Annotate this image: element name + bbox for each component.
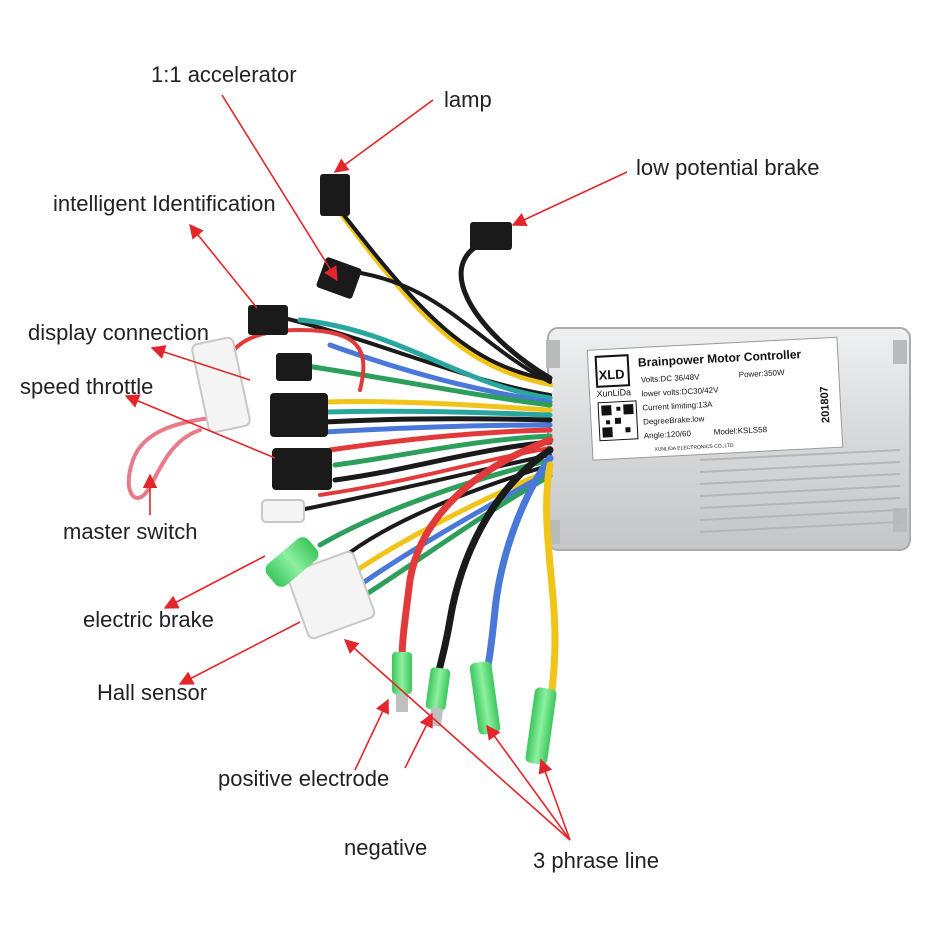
electric-brake-terminal (265, 537, 319, 587)
arrow-lamp (333, 99, 434, 173)
phase-terminal-yellow (525, 687, 557, 765)
label-positive-electrode: positive electrode (218, 766, 390, 791)
arrow-intelligent-identification (189, 223, 258, 309)
label-intelligent-identification: intelligent Identification (53, 191, 276, 216)
arrow-accelerator (221, 94, 338, 282)
label-master-switch: master switch (63, 519, 198, 544)
arrow-positive-electrode-2 (404, 712, 433, 769)
label-hall-sensor: Hall sensor (97, 680, 208, 705)
arrow-phase-3 (538, 758, 571, 841)
xld-logo (594, 354, 631, 388)
controller-label-sticker: XLD XunLiDa Brainpower Motor Controller … (586, 336, 844, 461)
controller-maker: XUNLIDA ELECTRONICS CO.,LTD (654, 443, 734, 453)
arrow-speed-throttle (124, 394, 276, 459)
controller-housing: XLD XunLiDa Brainpower Motor Controller … (546, 327, 911, 551)
callout-arrows (124, 94, 628, 841)
label-negative: negative (344, 835, 428, 860)
aux-connector (276, 353, 312, 381)
arrow-phase-1 (343, 639, 571, 841)
arrow-positive-electrode-1 (354, 698, 389, 771)
arrow-electric-brake (163, 555, 266, 609)
controller-lower-volts: lower volts:DC30/42V (641, 385, 719, 398)
label-low-potential-brake: low potential brake (636, 155, 820, 180)
white-connector-top (191, 336, 251, 434)
connectors (191, 174, 512, 640)
arrow-phase-2 (486, 724, 571, 841)
controller-volts: Volts:DC 36/48V (641, 372, 701, 384)
controller-power: Power:350W (739, 368, 786, 379)
controller-logo: XLD (598, 366, 625, 382)
low-brake-connector (470, 222, 512, 250)
accelerator-connector (316, 257, 362, 299)
label-electric-brake: electric brake (83, 607, 214, 632)
controller-brand: XunLiDa (596, 387, 631, 399)
controller-date-code: 201807 (818, 386, 832, 423)
phase-terminal-blue (469, 661, 501, 735)
controller-degree-brake: DegreeBrake:low (643, 414, 705, 426)
lamp-connector (320, 174, 350, 216)
label-three-phase-line: 3 phrase line (533, 848, 659, 873)
controller-model: Model:KSLS58 (713, 425, 767, 437)
master-switch-connector (261, 499, 305, 523)
hall-sensor-connector (286, 550, 376, 640)
controller-current-limiting: Current limiting:13A (642, 400, 713, 413)
identification-connector (248, 305, 288, 335)
display-connector (270, 393, 328, 437)
label-speed-throttle: speed throttle (20, 374, 154, 399)
positive-terminal (392, 652, 412, 694)
label-display-connection: display connection (28, 320, 210, 345)
arrow-display-connection (150, 345, 251, 381)
throttle-connector (272, 448, 332, 490)
wiring-harness (126, 202, 559, 694)
arrow-hall-sensor (178, 621, 301, 685)
controller-angle: Angle:120/60 (644, 429, 692, 440)
arrow-low-potential-brake (511, 171, 628, 227)
qr-code-icon (597, 400, 639, 442)
negative-terminal (425, 667, 451, 711)
bullet-terminals (392, 652, 557, 765)
label-accelerator: 1:1 accelerator (151, 62, 297, 87)
label-lamp: lamp (444, 87, 492, 112)
